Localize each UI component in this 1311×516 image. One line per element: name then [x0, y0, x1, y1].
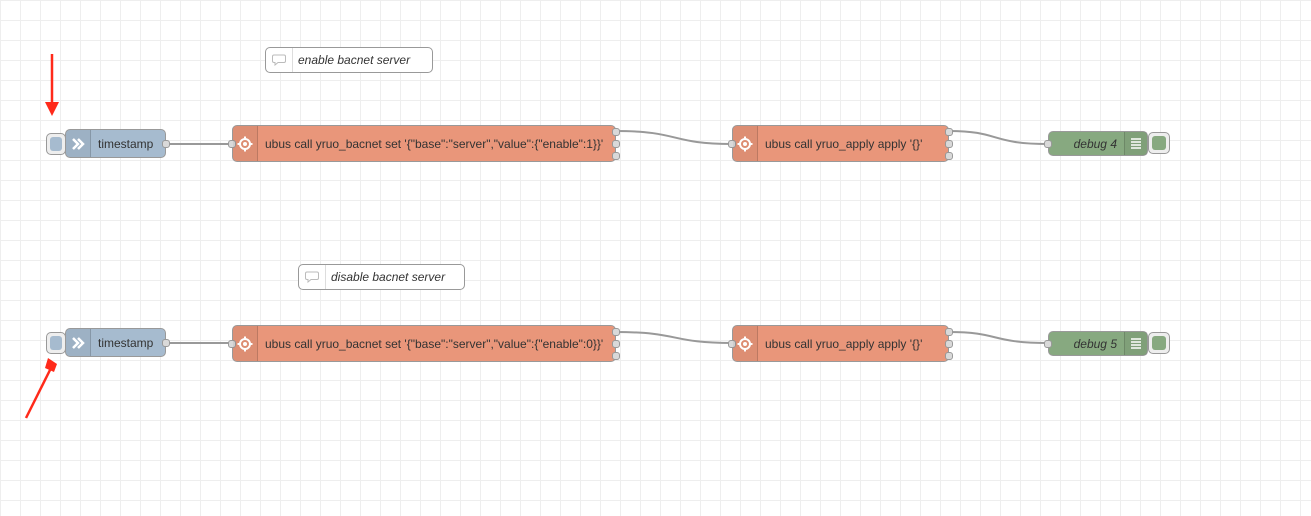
exec-node-apply[interactable]: ubus call yruo_apply apply '{}' [728, 125, 953, 162]
exec-label: ubus call yruo_apply apply '{}' [765, 336, 923, 351]
wire-1b[interactable] [615, 130, 733, 145]
list-icon [1124, 132, 1147, 155]
cog-icon [733, 126, 758, 161]
input-port[interactable] [728, 140, 736, 148]
annotation-arrow-up [24, 358, 57, 419]
arrow-in-icon [66, 329, 91, 356]
debug-label: debug 5 [1073, 336, 1117, 351]
debug-node[interactable]: debug 5 [1044, 331, 1148, 356]
input-port[interactable] [1044, 140, 1052, 148]
output-port-rc[interactable] [612, 352, 620, 360]
output-port-stdout[interactable] [612, 128, 620, 136]
output-port-stdout[interactable] [612, 328, 620, 336]
output-port-stderr[interactable] [612, 140, 620, 148]
output-port-stderr[interactable] [945, 340, 953, 348]
inject-label: timestamp [98, 136, 154, 151]
output-port-rc[interactable] [945, 152, 953, 160]
inject-node[interactable]: timestamp [65, 328, 170, 357]
comment-node-disable[interactable]: disable bacnet server [298, 264, 465, 290]
inject-node[interactable]: timestamp [65, 129, 170, 158]
inject-trigger-button[interactable] [46, 133, 66, 155]
cog-icon [733, 326, 758, 361]
cog-icon [233, 326, 258, 361]
wire-2c[interactable] [948, 331, 1049, 344]
wire-2b[interactable] [615, 331, 733, 344]
exec-label: ubus call yruo_bacnet set '{"base":"serv… [265, 136, 604, 151]
arrow-in-icon [66, 130, 91, 157]
inject-trigger-button[interactable] [46, 332, 66, 354]
input-port[interactable] [728, 340, 736, 348]
exec-node-apply[interactable]: ubus call yruo_apply apply '{}' [728, 325, 953, 362]
debug-label: debug 4 [1073, 136, 1117, 151]
exec-node-bacnet-set[interactable]: ubus call yruo_bacnet set '{"base":"serv… [228, 325, 620, 362]
output-port-rc[interactable] [612, 152, 620, 160]
debug-toggle-button[interactable] [1148, 332, 1170, 354]
speech-bubble-icon [266, 48, 293, 72]
annotation-arrow-down [45, 54, 59, 116]
output-port[interactable] [162, 140, 170, 148]
output-port-rc[interactable] [945, 352, 953, 360]
exec-node-bacnet-set[interactable]: ubus call yruo_bacnet set '{"base":"serv… [228, 125, 620, 162]
debug-node[interactable]: debug 4 [1044, 131, 1148, 156]
output-port-stderr[interactable] [945, 140, 953, 148]
wire-1c[interactable] [948, 130, 1049, 145]
debug-toggle-button[interactable] [1148, 132, 1170, 154]
output-port-stdout[interactable] [945, 328, 953, 336]
exec-label: ubus call yruo_bacnet set '{"base":"serv… [265, 336, 604, 351]
comment-label: enable bacnet server [298, 53, 411, 67]
input-port[interactable] [1044, 340, 1052, 348]
inject-label: timestamp [98, 335, 154, 350]
input-port[interactable] [228, 140, 236, 148]
output-port-stdout[interactable] [945, 128, 953, 136]
output-port-stderr[interactable] [612, 340, 620, 348]
output-port[interactable] [162, 339, 170, 347]
cog-icon [233, 126, 258, 161]
speech-bubble-icon [299, 265, 326, 289]
exec-label: ubus call yruo_apply apply '{}' [765, 136, 923, 151]
input-port[interactable] [228, 340, 236, 348]
comment-node-enable[interactable]: enable bacnet server [265, 47, 433, 73]
comment-label: disable bacnet server [331, 270, 446, 284]
list-icon [1124, 332, 1147, 355]
